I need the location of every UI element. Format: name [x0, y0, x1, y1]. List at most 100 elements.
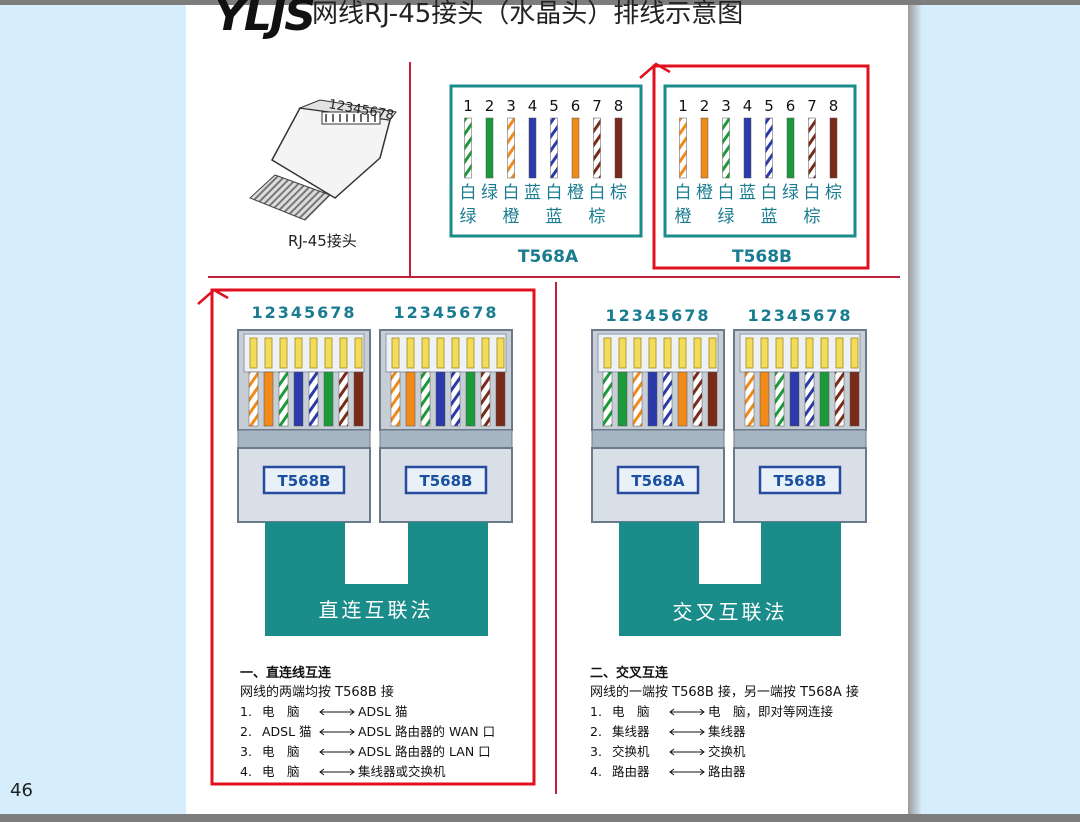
plug-contact	[481, 337, 490, 369]
note-right: 集线器	[708, 724, 746, 739]
plug-label-box	[404, 465, 488, 495]
note-left: 电 脑	[612, 704, 650, 719]
method-label: 直连互联法	[319, 598, 434, 622]
note-left: 路由器	[612, 764, 650, 779]
plug-wire	[263, 371, 274, 427]
pin-number: 6	[571, 97, 581, 115]
pin-number: 3	[721, 97, 731, 115]
highlight-t568b	[652, 64, 870, 270]
page-shadow	[908, 5, 922, 814]
wire-color-text: 棕	[825, 183, 842, 203]
highlight-straight-through	[210, 288, 536, 786]
note-number: 4.	[240, 764, 252, 779]
plug-label-box	[262, 465, 346, 495]
plug-contact	[436, 337, 445, 369]
connector-body-shape	[271, 107, 391, 199]
plug-wire	[450, 371, 461, 427]
plug-wire	[435, 371, 446, 427]
header: YLJS 网线RJ-45接头（水晶头）排线示意图	[214, 0, 743, 41]
plug-straight-left	[237, 329, 371, 523]
plug-contact	[309, 337, 318, 369]
wire-color-text: 绿	[718, 207, 735, 227]
plug-wire	[248, 371, 259, 427]
note-left: 交换机	[612, 744, 650, 759]
pin-number: 4	[743, 97, 753, 115]
plug-pin-numbers: 12345678	[747, 306, 852, 325]
plug-contact	[693, 337, 702, 369]
note-left: 集线器	[612, 724, 650, 739]
crossover-section: 12345678 12345678 T568A T568B 交叉互联法 二、交叉…	[590, 306, 867, 779]
method-label: 交叉互联法	[673, 600, 788, 624]
plug-standard-label: T568A	[631, 472, 685, 490]
pin-number: 2	[700, 97, 710, 115]
note-right: 电 脑，即对等网连接	[708, 704, 834, 719]
wire-color-text: 橙	[503, 207, 520, 227]
standard-a-color-row1: 白绿白蓝白橙白棕	[460, 183, 628, 203]
plug-wire	[692, 371, 703, 427]
arrow-head-icon	[349, 728, 355, 736]
scrollbar-track[interactable]	[0, 814, 1080, 822]
wire-color-text: 绿	[481, 183, 498, 203]
plug-wire	[632, 371, 643, 427]
wire-color-text: 白	[546, 183, 563, 203]
plug-wire	[602, 371, 613, 427]
plug-wire	[662, 371, 673, 427]
standard-b-wires	[679, 117, 838, 179]
wire-color-text: 白	[460, 183, 477, 203]
plug-contact	[678, 337, 687, 369]
plug-contact	[603, 337, 612, 369]
plug-wire	[323, 371, 334, 427]
plug-contact	[496, 337, 505, 369]
plug-straight-right	[379, 329, 513, 523]
wire-color-text: 橙	[696, 183, 713, 203]
cable-shape-crossover	[619, 522, 841, 636]
plug-label-box	[616, 465, 700, 495]
plug-wire	[774, 371, 785, 427]
wire-color-text: 蓝	[761, 207, 778, 227]
wire-strip	[464, 117, 472, 179]
brand-logo: YLJS	[214, 0, 314, 41]
wire-color-text: 橙	[675, 207, 692, 227]
rj45-connector-illustration: 12345678 RJ-45接头	[249, 97, 397, 250]
note-right: ADSL 路由器的 LAN 口	[358, 744, 491, 759]
plug-contact	[294, 337, 303, 369]
page-title: 网线RJ-45接头（水晶头）排线示意图	[312, 0, 743, 29]
note-right: ADSL 猫	[358, 704, 408, 719]
plug-contact	[805, 337, 814, 369]
wire-color-text: 白	[503, 183, 520, 203]
note-left: 电 脑	[262, 764, 300, 779]
note-left: 电 脑	[262, 744, 300, 759]
wire-color-text: 蓝	[524, 183, 541, 203]
plug-pin-numbers: 12345678	[251, 303, 356, 322]
plug-contact	[466, 337, 475, 369]
plug-wire	[480, 371, 491, 427]
plug-latch	[379, 429, 513, 449]
note-number: 1.	[240, 704, 252, 719]
wire-color-text: 白	[804, 183, 821, 203]
pin-number: 1	[463, 97, 473, 115]
plug-contact	[264, 337, 273, 369]
wire-strip	[722, 117, 730, 179]
plug-wire	[465, 371, 476, 427]
notes-list: 1.电 脑电 脑，即对等网连接2.集线器集线器3.交换机交换机4.路由器路由器	[590, 704, 834, 779]
arrow-head-icon	[699, 748, 705, 756]
plug-contact	[820, 337, 829, 369]
pin-number: 6	[786, 97, 796, 115]
plug-crossover-left	[591, 329, 725, 523]
note-number: 2.	[590, 724, 602, 739]
standard-a-label: T568A	[518, 247, 579, 267]
wire-strip	[528, 117, 537, 179]
pin-number: 8	[614, 97, 624, 115]
note-number: 3.	[240, 744, 252, 759]
wire-color-text: 橙	[567, 183, 584, 203]
plug-contact	[648, 337, 657, 369]
plug-contact	[633, 337, 642, 369]
plug-wire	[278, 371, 289, 427]
plug-wire	[617, 371, 628, 427]
wire-strip	[743, 117, 752, 179]
plug-pin-numbers: 12345678	[605, 306, 710, 325]
plug-contact	[618, 337, 627, 369]
